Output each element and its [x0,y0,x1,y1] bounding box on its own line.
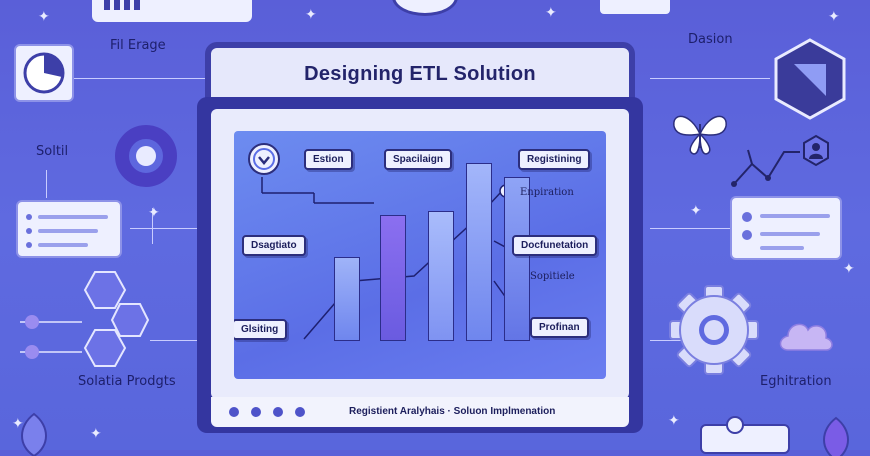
chip-docfunetation: Docfunetation [512,235,598,256]
gear-icon [669,285,759,375]
connector-line [150,340,200,341]
cloud-icon [779,323,833,351]
top-card-icon [92,0,252,22]
label-bottom-right: Eghitration [760,374,832,389]
pie-card-icon [14,44,74,102]
bar-3 [428,210,454,341]
profile-card-icon [730,196,842,260]
list-card-icon [16,200,122,258]
bar-group [234,131,606,379]
label-sopitiele: Sopitiele [530,271,575,282]
sparkle-icon: ✦ [828,8,840,24]
sparkle-icon: ✦ [690,202,702,218]
sparkle-icon: ✦ [148,204,160,220]
sparkle-icon: ✦ [12,415,24,431]
chip-spacilaign: Spacilaign [384,149,453,170]
bar-5 [504,177,530,341]
hexagon-chart-icon [774,38,846,120]
sparkle-icon: ✦ [38,8,50,24]
top-card-right-icon [600,0,670,14]
connector-line [152,208,153,244]
connector-line [650,340,690,341]
footer-caption: Registient Aralyhais · Soluon Implmenati… [349,406,556,417]
screen-footer: Registient Aralyhais · Soluon Implmenati… [211,397,629,427]
sparkle-icon: ✦ [305,6,317,22]
connector-line [650,78,770,79]
title-bar: Designing ETL Solution [205,42,635,100]
nav-dot[interactable] [229,407,239,417]
connector-line [650,228,730,229]
download-icon[interactable] [246,141,282,177]
bar-1 [334,257,360,341]
monitor-frame: Estion Spacilaign Registining Dsagtiato … [197,97,643,433]
bar-4 [466,162,492,341]
leaf-icon [823,416,849,456]
connector-line [30,78,205,79]
bottom-card-icon [700,416,790,454]
label-top-left: Fil Erage [110,38,166,53]
connector-line [46,170,47,198]
leaf-icon [21,412,47,456]
chip-registining: Registining [518,149,591,170]
page-title: Designing ETL Solution [304,62,536,85]
chart-screen: Estion Spacilaign Registining Dsagtiato … [234,131,606,379]
nav-dot[interactable] [273,407,283,417]
donut-icon [115,125,177,187]
butterfly-icon [673,115,727,155]
chip-estion: Estion [304,149,353,170]
sparkle-icon: ✦ [668,412,680,428]
sparkle-icon: ✦ [843,260,855,276]
label-bottom-left: Solatia Prodgts [78,374,176,389]
connector-line [130,228,200,229]
bar-2 [380,215,406,341]
network-user-icon [731,134,829,187]
nav-dot[interactable] [251,407,261,417]
sparkle-icon: ✦ [545,4,557,20]
label-mid-left: Soltil [36,144,69,159]
chip-dsagtiato: Dsagtiato [242,235,306,256]
top-circle-icon [392,0,458,16]
screen-bezel: Estion Spacilaign Registining Dsagtiato … [211,109,629,399]
label-enpiration: Enpiration [520,187,574,198]
chip-profinan: Profinan [530,317,589,338]
chip-glsiting: Glsiting [234,319,288,340]
hexagon-network-icon [20,271,150,367]
sparkle-icon: ✦ [90,425,102,441]
label-top-right: Dasion [688,32,733,47]
nav-dot[interactable] [295,407,305,417]
